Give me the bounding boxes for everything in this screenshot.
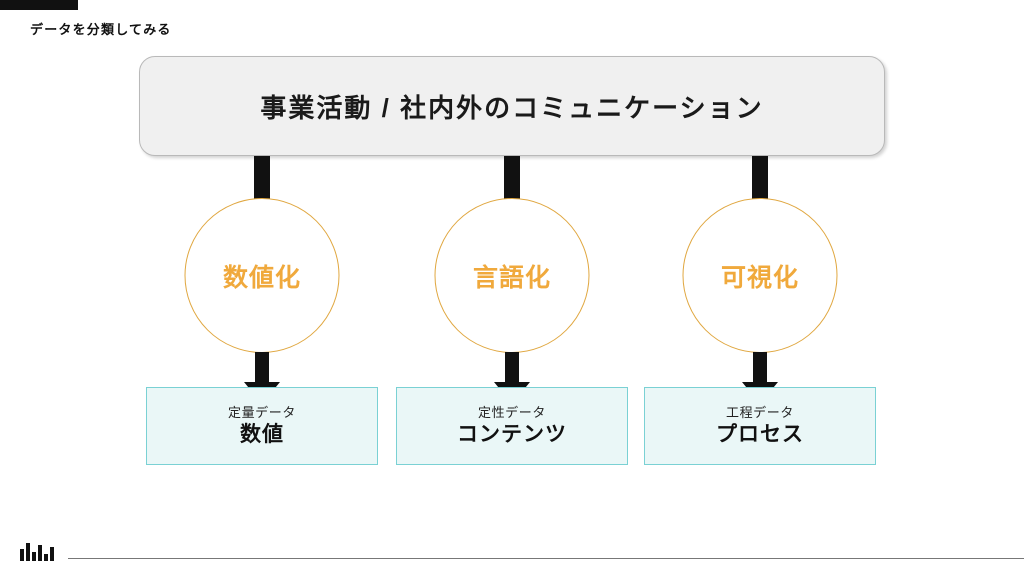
diagram-column-2: 言語化 定性データ コンテンツ [396,156,628,476]
logo-bar-2 [26,543,30,561]
header-box-label: 事業活動 / 社内外のコミュニケーション [260,92,764,123]
top-accent-bar [0,0,78,10]
circle-label-2: 言語化 [472,263,551,292]
diagram-column-1: 数値化 定量データ 数値 [146,156,378,476]
circle-node-1: 数値化 [184,198,340,353]
circle-label-1: 数値化 [222,263,301,292]
connector-stem-2 [504,156,520,202]
logo-bar-4 [38,545,42,561]
connector-stem-1 [254,156,270,202]
data-box-main-2: コンテンツ [457,423,567,447]
logo-bar-5 [44,554,48,561]
connector-stem-3 [752,156,768,202]
page-title: データを分類してみる [30,22,172,37]
data-box-2: 定性データ コンテンツ [396,387,628,465]
bar-chart-logo-icon [20,541,54,561]
diagram-column-3: 可視化 工程データ プロセス [644,156,876,476]
circle-node-2: 言語化 [434,198,590,353]
logo-bar-3 [32,552,36,561]
diagram-columns: 数値化 定量データ 数値 言語化 [139,156,885,476]
header-box: 事業活動 / 社内外のコミュニケーション [139,56,885,156]
data-box-main-3: プロセス [716,423,804,447]
circle-label-3: 可視化 [720,263,799,292]
data-box-sub-3: 工程データ [725,404,794,420]
logo-bar-1 [20,549,24,561]
logo-bar-6 [50,547,54,561]
data-box-sub-2: 定性データ [477,404,546,420]
data-box-1: 定量データ 数値 [146,387,378,465]
footer-divider [68,558,1024,559]
data-box-sub-1: 定量データ [227,404,296,420]
circle-node-3: 可視化 [682,198,838,353]
data-box-3: 工程データ プロセス [644,387,876,465]
data-box-main-1: 数値 [240,423,284,447]
